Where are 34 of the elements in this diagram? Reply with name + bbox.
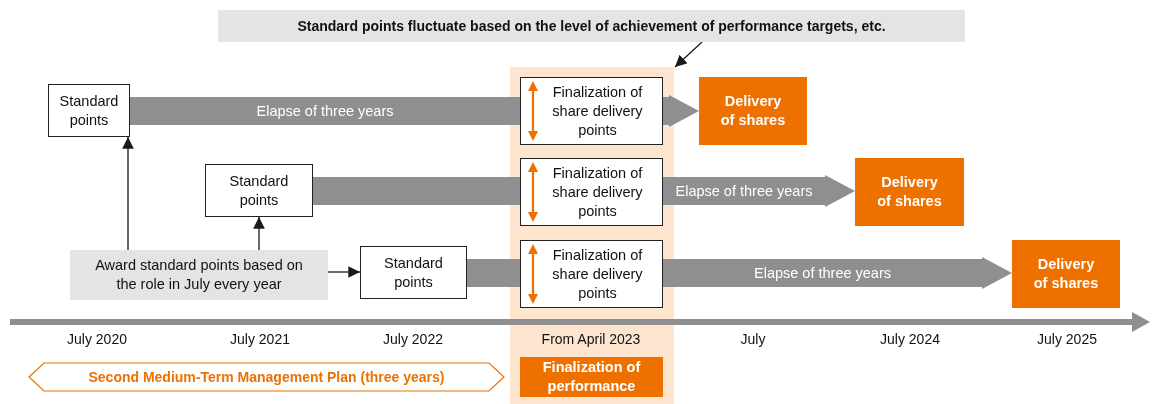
delivery-box: Delivery of shares xyxy=(1012,240,1120,308)
period-band xyxy=(510,67,674,404)
block-arrow xyxy=(663,175,855,207)
arrow xyxy=(253,216,265,251)
progress-bar xyxy=(313,177,520,205)
progress-bar xyxy=(467,259,520,287)
finalization-box: Finalization of share delivery points xyxy=(520,240,663,308)
edge-label: Elapse of three years xyxy=(256,103,394,119)
finalization-box: Finalization of share delivery points xyxy=(520,77,663,145)
date-label: July 2022 xyxy=(383,331,443,347)
date-label: From April 2023 xyxy=(541,331,641,347)
finalization-box: Finalization of share delivery points xyxy=(520,158,663,226)
note-box: Standard points fluctuate based on the level of achievement of performance targets, etc. xyxy=(218,10,965,42)
block-arrow xyxy=(663,95,699,127)
date-label: July 2025 xyxy=(1037,331,1097,347)
date-label: July xyxy=(740,331,766,347)
delivery-box: Delivery of shares xyxy=(699,77,807,145)
edge-label: Elapse of three years xyxy=(754,265,891,281)
edge-label: Elapse of three years xyxy=(675,183,813,199)
date-label: July 2021 xyxy=(230,331,290,347)
delivery-box: Delivery of shares xyxy=(855,158,964,226)
points-box: Standard points xyxy=(205,164,313,217)
date-label: July 2024 xyxy=(880,331,940,347)
award-box: Award standard points based on the role in July every year xyxy=(70,250,328,300)
date-label: July 2020 xyxy=(67,331,127,347)
block-arrow xyxy=(663,257,1012,289)
points-box: Standard points xyxy=(360,246,467,299)
progress-bar xyxy=(130,97,520,125)
performance-box: Finalization of performance xyxy=(520,357,663,397)
arrow xyxy=(674,41,703,68)
arrow xyxy=(327,266,361,278)
arrow xyxy=(122,136,134,251)
plan-arrow-banner: Second Medium-Term Management Plan (three years) xyxy=(28,362,505,392)
points-box: Standard points xyxy=(48,84,130,137)
